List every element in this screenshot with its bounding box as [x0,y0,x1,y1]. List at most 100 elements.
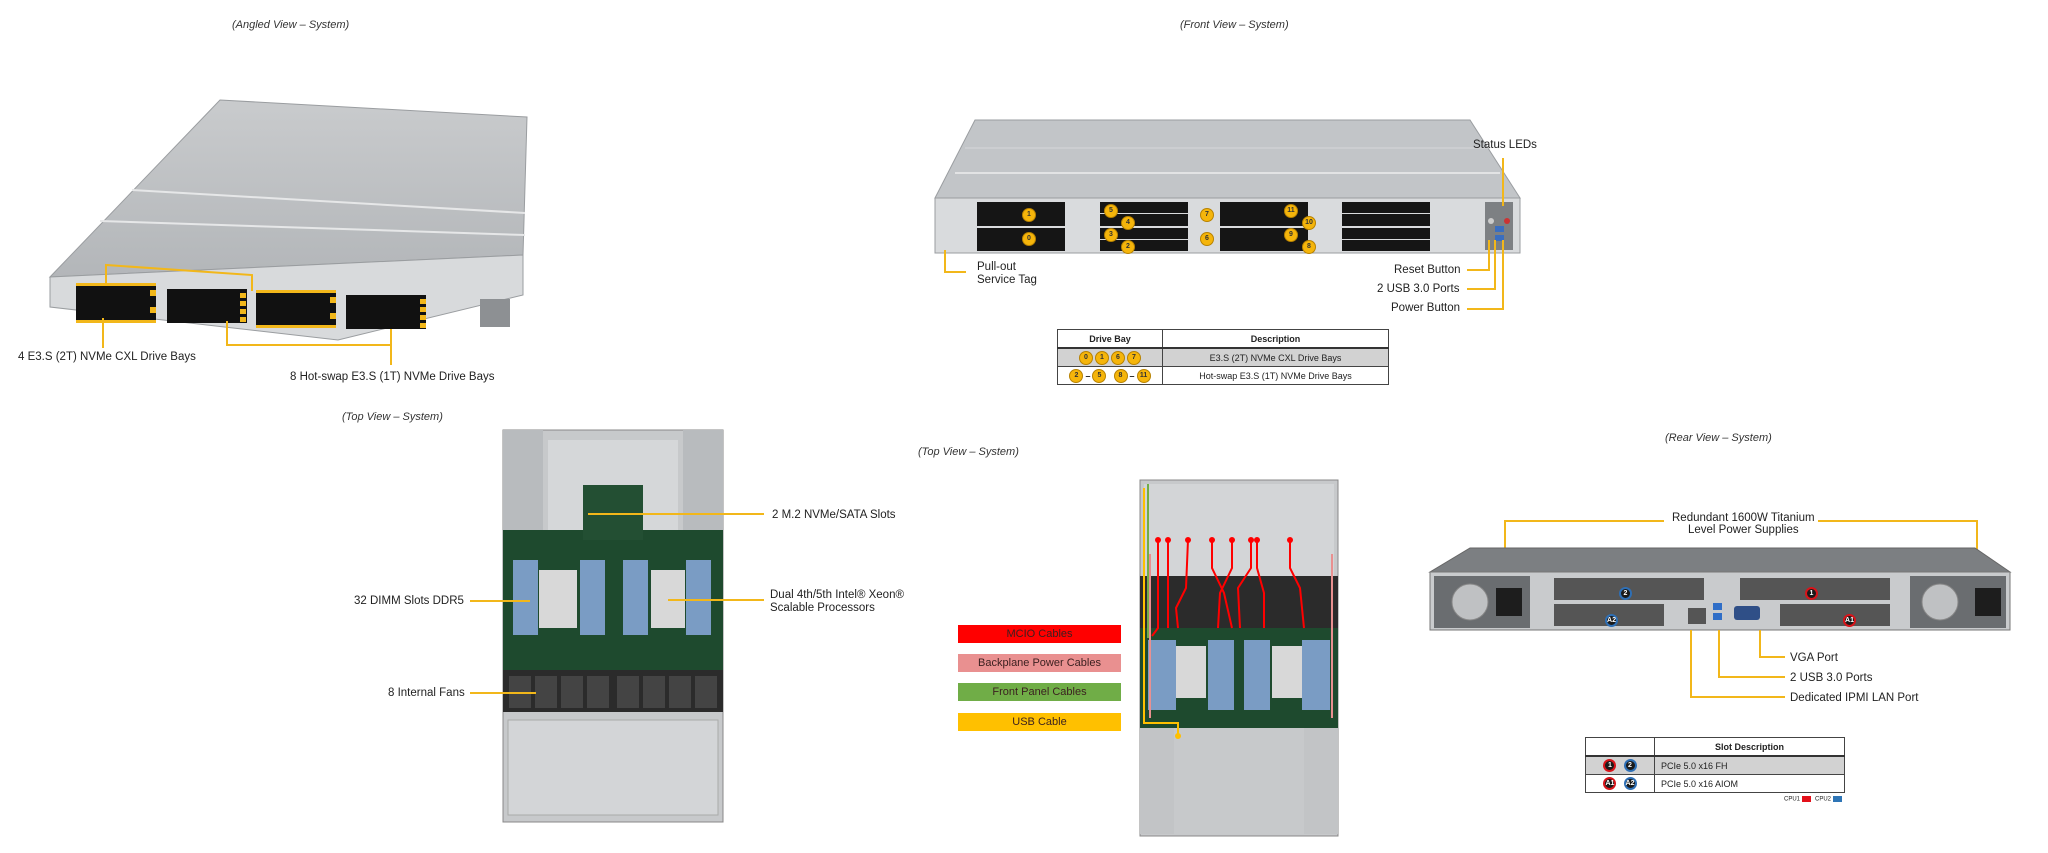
slot-description-table: Slot Description 1 2 PCIe 5.0 x16 FH A1 … [1585,737,1845,793]
table-row: 1 2 PCIe 5.0 x16 FH [1585,755,1845,775]
bay-badge: 1 [1095,350,1109,365]
front-view-caption: (Front View – System) [1180,19,1289,31]
cpu2-key-label: CPU2 [1815,796,1832,803]
m2-slots-leader [588,513,764,515]
reset-leader-h [1467,269,1489,271]
front-usb-leader-h [1467,288,1495,290]
legend-front-panel-cables: Front Panel Cables [958,683,1121,701]
row-description: E3.S (2T) NVMe CXL Drive Bays [1162,347,1389,367]
psu-label-line2: Level Power Supplies [1688,524,1799,536]
legend-backplane-power-cables: Backplane Power Cables [958,654,1121,672]
bay-badge: 6 [1111,350,1125,365]
row-description: PCIe 5.0 x16 FH [1654,755,1845,775]
power-button-label: Power Button [1391,302,1461,314]
slot-header [1585,737,1655,757]
table-row: A1 A2 PCIe 5.0 x16 AIOM [1585,774,1845,793]
service-tag-leader-v [944,250,946,272]
psu-leader-right-h [1818,520,1978,522]
processors-label-line1: Dual 4th/5th Intel® Xeon® [770,589,904,601]
top-view-cables-chassis [1139,479,1339,837]
slot-badge-2: 2 [1619,587,1632,600]
m2-slots-label: 2 M.2 NVMe/SATA Slots [772,509,896,521]
status-leds-leader [1502,158,1504,206]
bay-badge: 8 [1113,368,1128,383]
rear-view-chassis [1428,547,2012,631]
slot-badge: A1 [1603,777,1617,790]
fans-leader [470,692,536,694]
psu-leader-left-h [1504,520,1664,522]
range-dash: – [1129,370,1135,381]
hotswap-bays-label: 8 Hot-swap E3.S (1T) NVMe Drive Bays [290,371,495,383]
angled-view-chassis [48,99,528,347]
slot-badge-a1: A1 [1843,614,1856,627]
top-view-left-caption: (Top View – System) [342,411,443,423]
top-view-cables-caption: (Top View – System) [918,446,1019,458]
row-description: Hot-swap E3.S (1T) NVMe Drive Bays [1162,366,1389,385]
angled-view-caption: (Angled View – System) [232,19,350,31]
fans-label: 8 Internal Fans [388,687,465,699]
rear-view-caption: (Rear View – System) [1665,432,1772,444]
slot-badge-a2: A2 [1605,614,1618,627]
drive-bay-badge: 4 [1121,216,1135,230]
cpu1-key-label: CPU1 [1784,796,1801,803]
bay-badge: 7 [1127,350,1141,365]
hotswap-bays-leader [390,345,392,365]
cpu1-swatch [1802,796,1812,802]
front-usb-label: 2 USB 3.0 Ports [1377,283,1460,295]
drive-bay-badge: 6 [1200,232,1214,246]
slot-badge: A2 [1623,777,1637,790]
row-description: PCIe 5.0 x16 AIOM [1654,774,1845,793]
bay-badge: 0 [1079,350,1093,365]
service-tag-label-line2: Service Tag [977,274,1037,286]
psu-label-line1: Redundant 1600W Titanium [1672,512,1815,524]
vga-port-label: VGA Port [1790,652,1838,664]
power-leader-h [1467,308,1503,310]
drive-bay-badge: 9 [1284,228,1298,242]
service-tag-leader-h [944,271,966,273]
drive-bay-badge: 8 [1302,240,1316,254]
slot-badge-1: 1 [1805,587,1818,600]
drive-bay-badge: 0 [1022,232,1036,246]
drive-bay-badge: 3 [1104,228,1118,242]
drive-bay-badge: 1 [1022,208,1036,222]
cxl-bays-leader [102,318,104,348]
reset-leader-v [1488,240,1490,271]
slot-description-header: Slot Description [1654,737,1845,757]
ipmi-port-label: Dedicated IPMI LAN Port [1790,692,1919,704]
range-dash: – [1085,370,1091,381]
vga-leader-v [1759,630,1761,658]
cxl-bays-label: 4 E3.S (2T) NVMe CXL Drive Bays [18,351,196,363]
ipmi-leader-h [1690,696,1785,698]
rear-usb-label: 2 USB 3.0 Ports [1790,672,1873,684]
vga-leader-h [1759,656,1785,658]
dimm-slots-leader [470,600,530,602]
processors-leader [668,599,764,601]
drive-bay-badge: 7 [1200,208,1214,222]
slot-badge: 1 [1603,759,1617,772]
legend-usb-cable: USB Cable [958,713,1121,731]
drive-bay-badge: 2 [1121,240,1135,254]
power-leader-v [1502,240,1504,310]
front-usb-leader-v [1494,240,1496,290]
cpu-color-key: CPU1 CPU2 [1784,796,1846,803]
drive-bay-badge: 11 [1284,204,1298,218]
description-header: Description [1162,329,1389,349]
drive-bay-badge: 5 [1104,204,1118,218]
bay-badge: 2 [1069,368,1084,383]
bay-badge: 5 [1092,368,1107,383]
service-tag-label-line1: Pull-out [977,261,1016,273]
reset-button-label: Reset Button [1394,264,1461,276]
rear-usb-leader-v [1718,630,1720,678]
drive-bay-header: Drive Bay [1057,329,1163,349]
processors-label-line2: Scalable Processors [770,602,875,614]
table-row: 2–5 8–11 Hot-swap E3.S (1T) NVMe Drive B… [1057,366,1389,385]
status-leds-label: Status LEDs [1473,139,1537,151]
slot-badge: 2 [1623,759,1637,772]
cpu2-swatch [1833,796,1843,802]
top-view-left-chassis [502,429,724,823]
bay-badge: 11 [1136,368,1151,383]
dimm-slots-label: 32 DIMM Slots DDR5 [354,595,464,607]
ipmi-leader-v [1690,630,1692,698]
